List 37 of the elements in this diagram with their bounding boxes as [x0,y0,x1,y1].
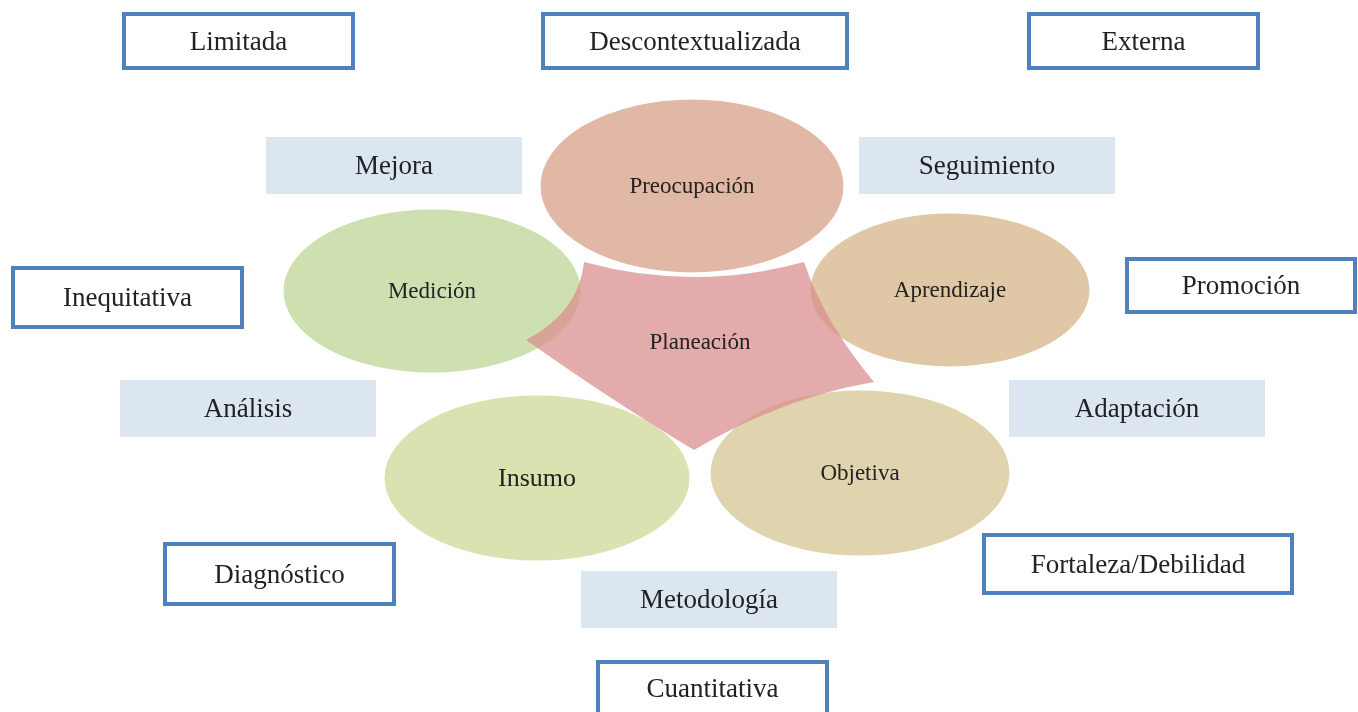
term-box [1027,12,1260,70]
term-box [11,266,244,329]
concept-ellipse [381,392,693,564]
concept-ellipse [280,206,584,376]
node-label: Promoción [1181,270,1301,301]
node-label: Diagnóstico [214,558,345,590]
keyword-box [1009,380,1265,437]
term-box [1125,257,1357,314]
node-label: Descontextualizada [589,25,801,57]
node-label: Cuantitativa [646,672,779,704]
concept-ellipse [707,387,1013,559]
concept-ellipse [537,96,847,276]
keyword-box [859,137,1115,194]
node-label: Adaptación [1074,393,1200,424]
node-label: Metodología [640,584,778,615]
keyword-box [266,137,522,194]
node-label: Insumo [498,463,576,493]
node-label: Análisis [203,393,293,424]
node-label: Aprendizaje [893,277,1007,303]
term-box [122,12,355,70]
term-box [541,12,849,70]
node-label: Limitada [189,25,288,57]
node-label: Objetiva [820,460,900,486]
node-label: Externa [1101,25,1186,57]
term-box [163,542,396,606]
node-label: Seguimiento [918,150,1056,181]
node-label: Preocupación [629,173,755,199]
term-box [982,533,1294,595]
keyword-box [581,571,837,628]
node-label: Mejora [355,150,433,181]
node-label: Planeación [649,329,751,355]
node-label: Medición [387,278,477,304]
keyword-box [120,380,376,437]
node-label: Fortaleza/Debilidad [1030,548,1246,580]
concept-ellipse [807,210,1093,370]
node-label: Inequitativa [63,282,192,313]
term-box [596,660,829,712]
